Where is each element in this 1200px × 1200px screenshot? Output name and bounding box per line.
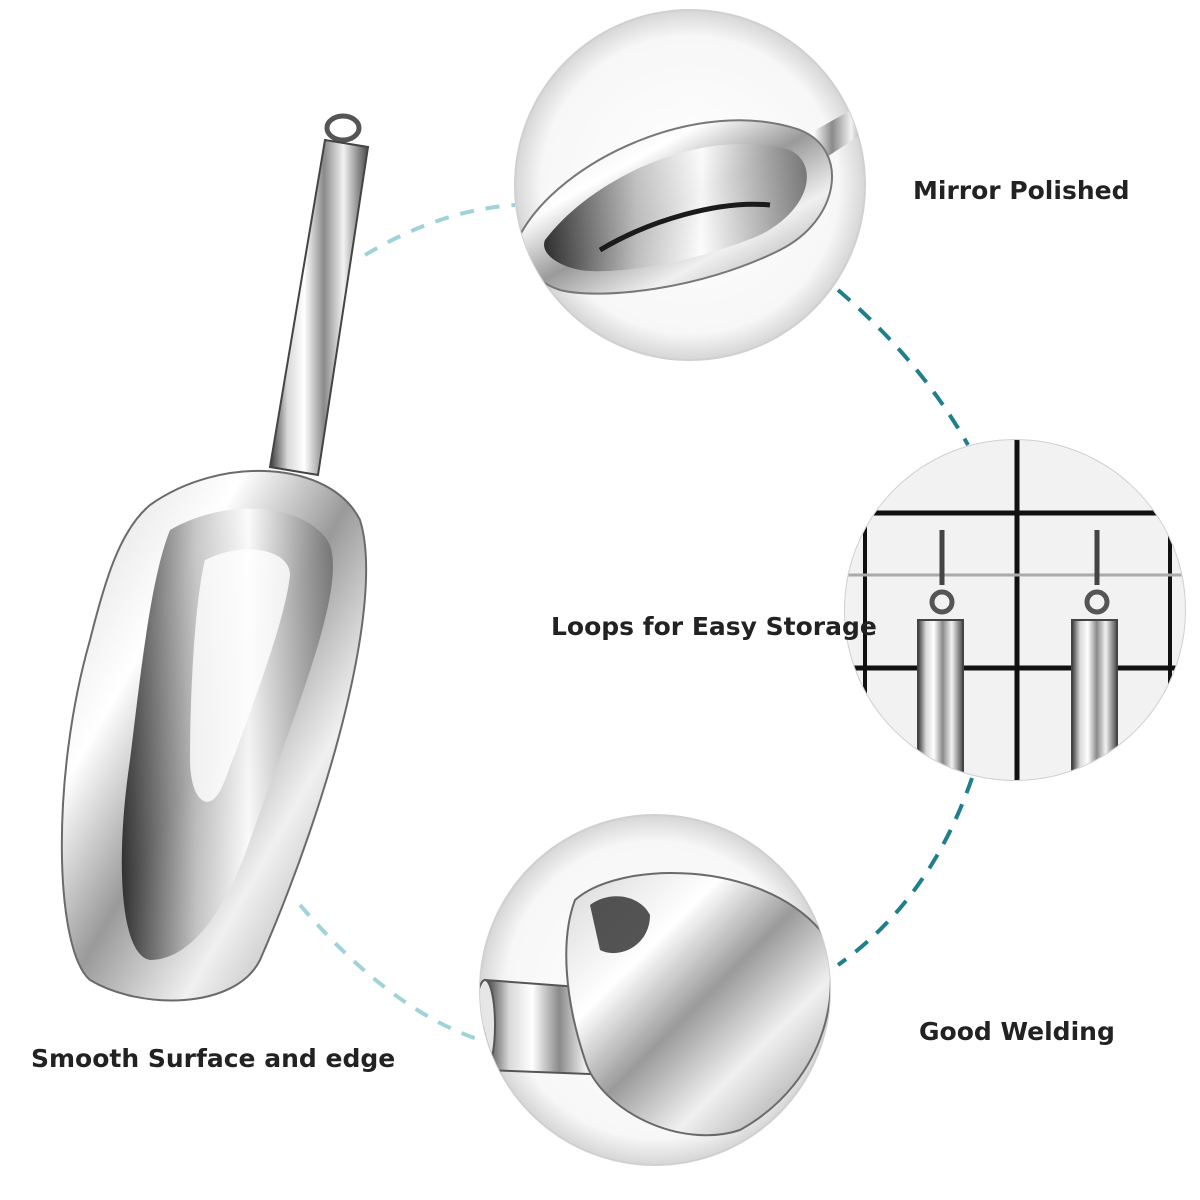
ice-scoop-icon	[60, 113, 370, 1002]
detail-circle-good-welding	[479, 814, 831, 1166]
feature-label-loops-storage: Loops for Easy Storage	[551, 612, 877, 641]
dashed-connector-arc	[298, 203, 974, 1042]
feature-label-mirror-polished: Mirror Polished	[913, 176, 1130, 205]
feature-label-smooth-surface: Smooth Surface and edge	[31, 1044, 396, 1073]
wall-grid-hooks-icon	[844, 439, 1186, 781]
detail-circle-mirror-polished	[514, 9, 866, 361]
feature-label-good-welding: Good Welding	[919, 1017, 1115, 1046]
